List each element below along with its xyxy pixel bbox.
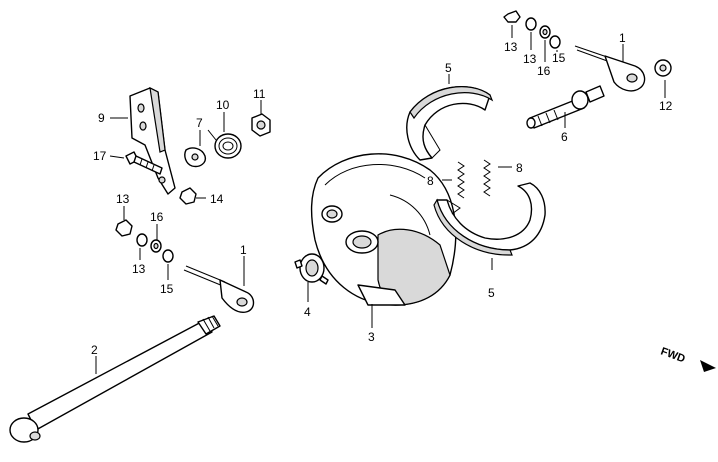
label-10: 10	[216, 98, 230, 112]
label-16-top: 16	[537, 64, 551, 78]
nut-top-part	[503, 10, 521, 38]
label-17: 17	[93, 149, 107, 163]
label-1-bottom: 1	[240, 243, 247, 257]
nut-14-part	[179, 187, 206, 205]
nut-11-part	[251, 100, 271, 137]
cap-nut-part	[654, 59, 672, 98]
label-8-right: 8	[516, 161, 523, 175]
label-16-bottom: 16	[150, 210, 164, 224]
label-13-top-a: 13	[504, 40, 518, 54]
label-2: 2	[91, 343, 98, 357]
lever-part	[184, 130, 207, 168]
washer-16-left-part	[150, 224, 162, 253]
label-3: 3	[368, 330, 375, 344]
chain-adjuster-bottom-part	[183, 256, 255, 313]
brake-panel-part	[310, 153, 457, 328]
label-14: 14	[210, 192, 224, 206]
label-9: 9	[98, 111, 105, 125]
label-4: 4	[304, 305, 311, 319]
label-15-bottom: 15	[160, 282, 174, 296]
chain-adjuster-top-part	[574, 44, 646, 92]
label-1-top: 1	[619, 31, 626, 45]
bolt-part	[109, 151, 163, 175]
label-7: 7	[196, 116, 203, 130]
spring-right-part	[483, 159, 512, 197]
washer-13-left-part	[136, 233, 148, 260]
nut-13-left-part	[115, 206, 133, 237]
axle-part	[9, 315, 221, 443]
label-13-left-b: 13	[132, 262, 146, 276]
brake-shoe-top-part	[406, 74, 494, 161]
stopper-arm-part	[110, 86, 176, 195]
label-6: 6	[561, 130, 568, 144]
brake-cam-part	[526, 85, 605, 129]
washer-13-top-part	[525, 17, 537, 50]
brake-shoe-bottom-part	[433, 182, 546, 270]
label-13-top-b: 13	[523, 52, 537, 66]
washer-15-top-part	[549, 35, 561, 52]
label-8-left: 8	[427, 174, 434, 188]
seal-part	[294, 253, 329, 302]
label-12: 12	[659, 99, 673, 113]
fwd-arrow-icon	[700, 360, 716, 372]
return-spring-part	[207, 112, 242, 159]
washer-16-top-part	[539, 25, 551, 62]
label-13-left-a: 13	[116, 192, 130, 206]
label-15-top: 15	[552, 51, 566, 65]
fwd-label: FWD	[659, 346, 687, 366]
label-5-top: 5	[445, 61, 452, 75]
label-5-bottom: 5	[488, 286, 495, 300]
washer-15-left-part	[162, 249, 174, 280]
label-11: 11	[253, 87, 266, 101]
spring-left-part	[442, 161, 465, 199]
